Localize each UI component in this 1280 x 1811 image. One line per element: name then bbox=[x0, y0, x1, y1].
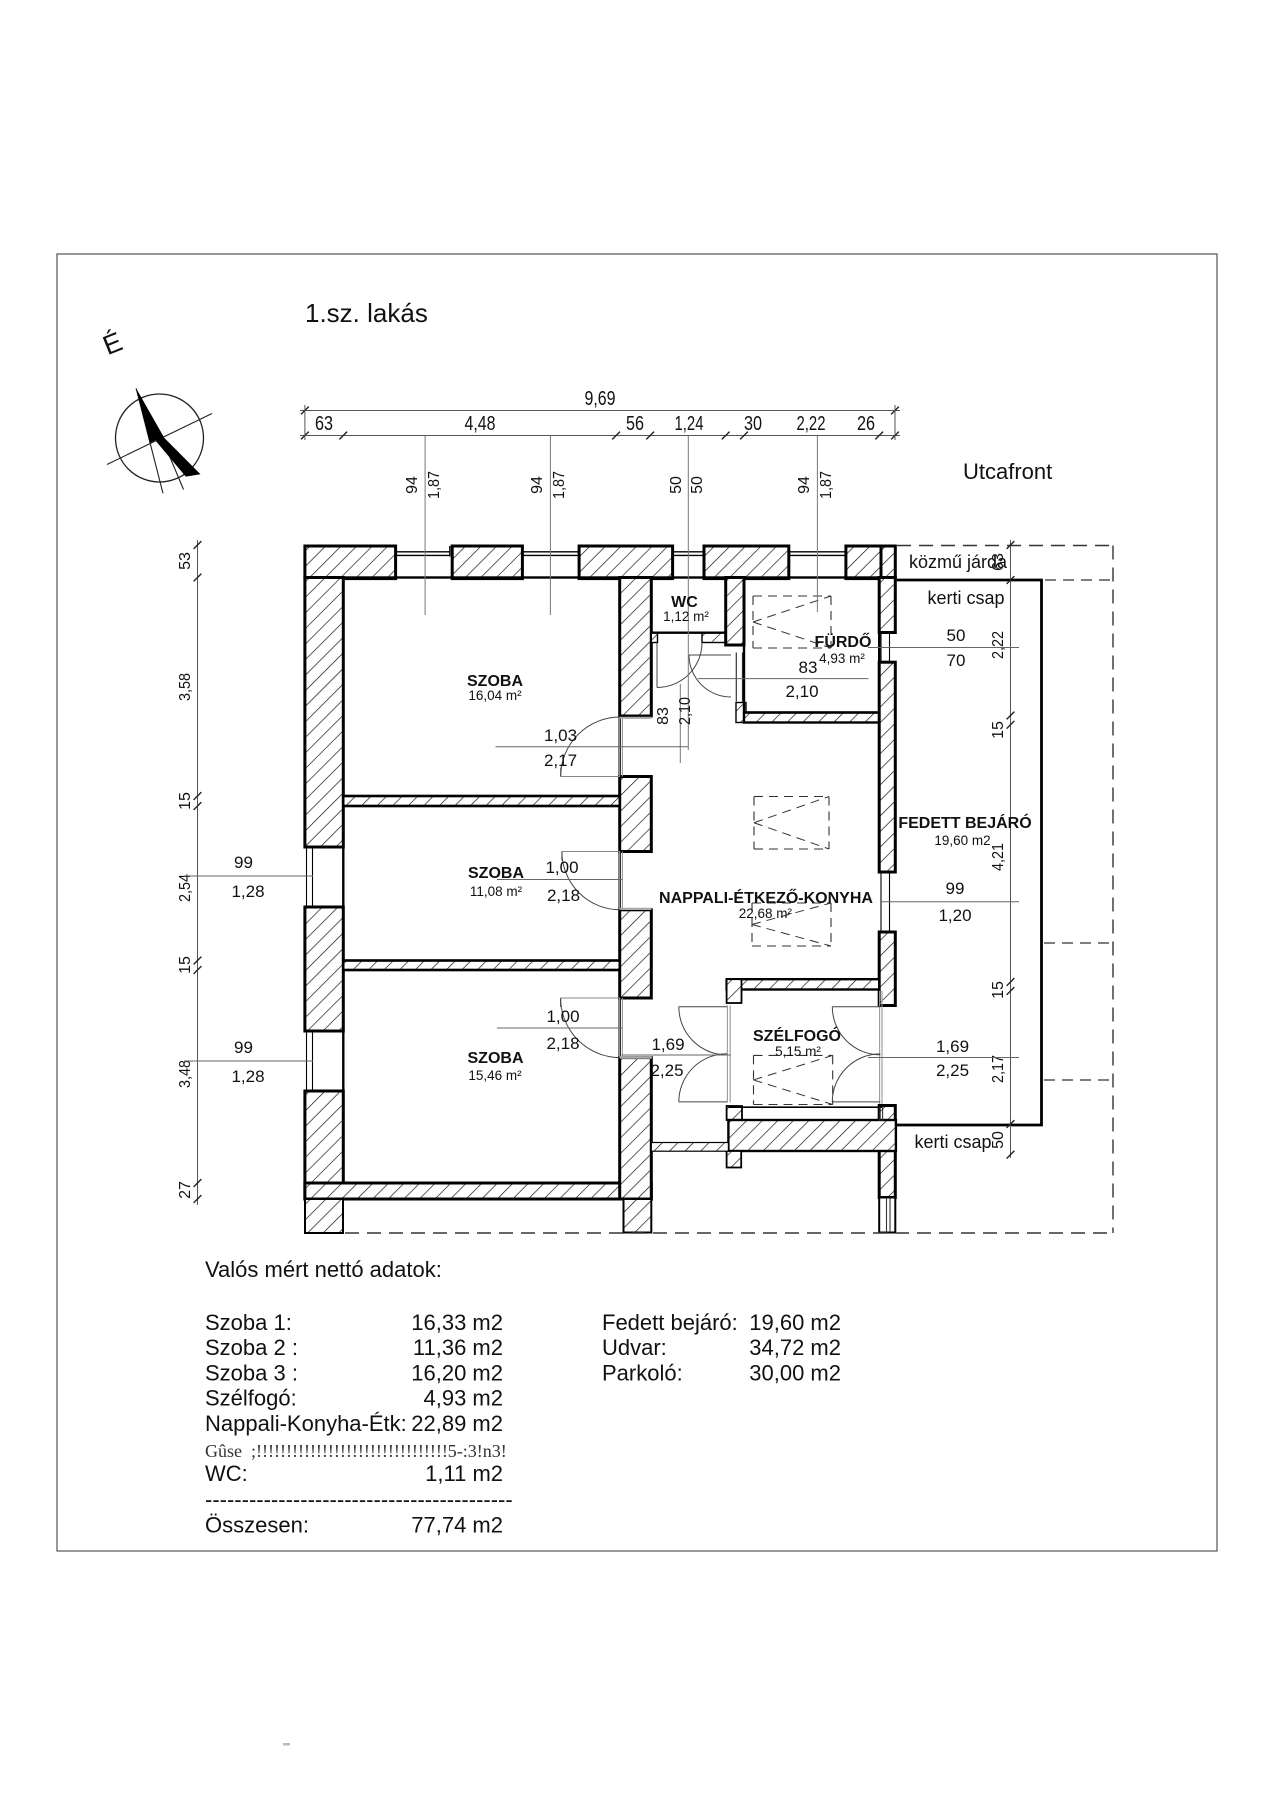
svg-text:94: 94 bbox=[796, 476, 813, 494]
svg-text:Szoba 3 :: Szoba 3 : bbox=[205, 1360, 298, 1385]
svg-text:77,74 m2: 77,74 m2 bbox=[411, 1513, 503, 1538]
svg-text:94: 94 bbox=[529, 476, 546, 494]
svg-text:19,60 m2: 19,60 m2 bbox=[934, 833, 990, 848]
svg-text:15: 15 bbox=[990, 721, 1007, 739]
svg-text:2,25: 2,25 bbox=[936, 1061, 969, 1080]
svg-text:SZOBA: SZOBA bbox=[468, 865, 524, 882]
svg-text:1,11 m2: 1,11 m2 bbox=[425, 1461, 503, 1486]
svg-text:Parkoló:: Parkoló: bbox=[602, 1360, 683, 1385]
svg-text:WC:: WC: bbox=[205, 1461, 248, 1486]
svg-text:63: 63 bbox=[990, 553, 1007, 571]
svg-text:Valós mért nettó adatok:: Valós mért nettó adatok: bbox=[205, 1257, 442, 1282]
svg-text:Gûse ;!!!!!!!!!!!!!!!!!!!!!!!: Gûse ;!!!!!!!!!!!!!!!!!!!!!!!!!!!!!!!!5-… bbox=[205, 1441, 507, 1461]
svg-text:WC: WC bbox=[671, 594, 698, 611]
svg-text:30,00 m2: 30,00 m2 bbox=[749, 1360, 841, 1385]
svg-text:11,08 m²: 11,08 m² bbox=[470, 884, 523, 899]
svg-text:közmű járda: közmű járda bbox=[909, 552, 1008, 572]
svg-text:56: 56 bbox=[626, 413, 644, 435]
svg-text:1,28: 1,28 bbox=[231, 882, 264, 901]
svg-text:50: 50 bbox=[947, 626, 966, 645]
svg-text:30: 30 bbox=[744, 413, 762, 435]
svg-text:FEDETT BEJÁRÓ: FEDETT BEJÁRÓ bbox=[898, 813, 1031, 832]
svg-text:15: 15 bbox=[177, 792, 194, 810]
svg-text:5,15 m²: 5,15 m² bbox=[775, 1044, 821, 1059]
svg-text:26: 26 bbox=[857, 413, 875, 435]
svg-text:70: 70 bbox=[947, 651, 966, 670]
svg-text:2,54: 2,54 bbox=[177, 874, 194, 902]
svg-text:11,36 m2: 11,36 m2 bbox=[413, 1335, 503, 1360]
svg-text:1,69: 1,69 bbox=[651, 1035, 684, 1054]
svg-text:Szélfogó:: Szélfogó: bbox=[205, 1386, 297, 1411]
svg-text:9,69: 9,69 bbox=[585, 388, 616, 410]
svg-text:15: 15 bbox=[990, 981, 1007, 999]
svg-text:1,69: 1,69 bbox=[936, 1037, 969, 1056]
svg-text:2,18: 2,18 bbox=[547, 886, 580, 905]
svg-text:4,93 m2: 4,93 m2 bbox=[424, 1386, 504, 1411]
svg-text:1,24: 1,24 bbox=[675, 413, 704, 435]
svg-text:16,33 m2: 16,33 m2 bbox=[411, 1310, 503, 1335]
svg-text:kerti csap: kerti csap bbox=[927, 588, 1004, 608]
svg-text:99: 99 bbox=[946, 879, 965, 898]
svg-text:2,25: 2,25 bbox=[650, 1061, 683, 1080]
svg-text:1,00: 1,00 bbox=[546, 1007, 579, 1026]
svg-text:53: 53 bbox=[177, 552, 194, 570]
svg-text:FÜRDŐ: FÜRDŐ bbox=[815, 632, 872, 651]
svg-text:83: 83 bbox=[655, 707, 672, 725]
svg-text:1.sz. lakás: 1.sz. lakás bbox=[305, 298, 428, 328]
svg-text:63: 63 bbox=[315, 413, 333, 435]
svg-text:4,93 m²: 4,93 m² bbox=[819, 651, 865, 666]
svg-text:22,68 m²: 22,68 m² bbox=[739, 906, 793, 921]
svg-text:2,10: 2,10 bbox=[677, 697, 694, 725]
svg-text:2,10: 2,10 bbox=[785, 682, 818, 701]
svg-text:2,17: 2,17 bbox=[544, 751, 577, 770]
svg-text:19,60 m2: 19,60 m2 bbox=[749, 1310, 841, 1335]
svg-text:Utcafront: Utcafront bbox=[963, 459, 1052, 484]
svg-text:27: 27 bbox=[177, 1181, 194, 1199]
svg-text:Szoba 1:: Szoba 1: bbox=[205, 1310, 292, 1335]
svg-text:22,89 m2: 22,89 m2 bbox=[411, 1411, 503, 1436]
svg-text:15,46 m²: 15,46 m² bbox=[468, 1068, 522, 1083]
svg-text:Összesen:: Összesen: bbox=[205, 1513, 309, 1538]
svg-text:2,22: 2,22 bbox=[990, 631, 1007, 659]
svg-text:50: 50 bbox=[668, 476, 685, 494]
svg-text:15: 15 bbox=[177, 956, 194, 974]
svg-text:1,00: 1,00 bbox=[545, 858, 578, 877]
svg-text:SZÉLFOGÓ: SZÉLFOGÓ bbox=[753, 1026, 841, 1045]
svg-text:2,18: 2,18 bbox=[546, 1034, 579, 1053]
svg-text:4,48: 4,48 bbox=[465, 413, 496, 435]
svg-text:34,72 m2: 34,72 m2 bbox=[749, 1335, 841, 1360]
svg-text:1,87: 1,87 bbox=[551, 471, 568, 499]
svg-text:4,21: 4,21 bbox=[990, 843, 1007, 871]
svg-text:------------------------------: ----------------------------------------… bbox=[205, 1487, 513, 1512]
svg-text:94: 94 bbox=[404, 476, 421, 494]
svg-text:50: 50 bbox=[689, 476, 706, 494]
svg-text:2,17: 2,17 bbox=[990, 1055, 1007, 1083]
svg-text:1,87: 1,87 bbox=[818, 471, 835, 499]
svg-text:Szoba 2 :: Szoba 2 : bbox=[205, 1335, 298, 1360]
svg-text:Udvar:: Udvar: bbox=[602, 1335, 667, 1360]
svg-text:1,20: 1,20 bbox=[938, 906, 971, 925]
svg-text:Fedett bejáró:: Fedett bejáró: bbox=[602, 1310, 738, 1335]
svg-text:SZOBA: SZOBA bbox=[468, 1050, 524, 1067]
svg-text:SZOBA: SZOBA bbox=[467, 673, 523, 690]
svg-text:2,22: 2,22 bbox=[797, 413, 826, 435]
svg-text:kerti csap: kerti csap bbox=[914, 1132, 991, 1152]
svg-text:3,58: 3,58 bbox=[177, 673, 194, 701]
svg-text:83: 83 bbox=[799, 658, 818, 677]
svg-text:1,03: 1,03 bbox=[544, 726, 577, 745]
svg-text:Nappali-Konyha-Étk:: Nappali-Konyha-Étk: bbox=[205, 1411, 407, 1436]
svg-text:3,48: 3,48 bbox=[177, 1060, 194, 1088]
svg-text:16,04 m²: 16,04 m² bbox=[468, 688, 522, 703]
svg-text:1,12 m²: 1,12 m² bbox=[663, 609, 709, 624]
svg-text:1,87: 1,87 bbox=[426, 471, 443, 499]
svg-text:1,28: 1,28 bbox=[231, 1067, 264, 1086]
svg-text:50: 50 bbox=[990, 1131, 1007, 1149]
svg-text:NAPPALI-ÉTKEZŐ-KONYHA: NAPPALI-ÉTKEZŐ-KONYHA bbox=[659, 888, 873, 907]
svg-text:99: 99 bbox=[234, 853, 253, 872]
svg-text:16,20 m2: 16,20 m2 bbox=[411, 1360, 503, 1385]
svg-text:99: 99 bbox=[234, 1038, 253, 1057]
